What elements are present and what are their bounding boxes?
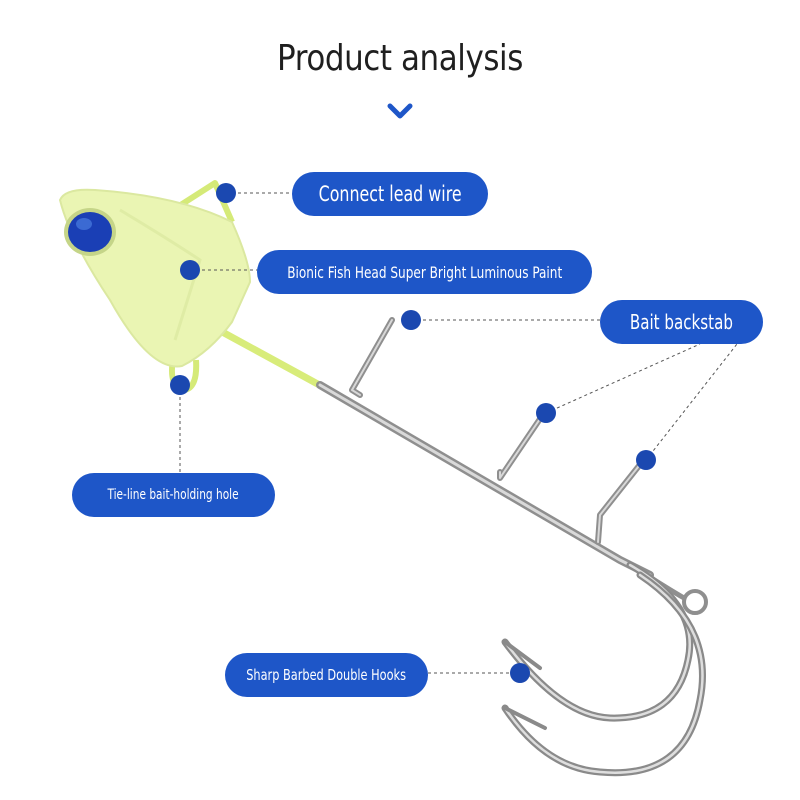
callout-dot-icon bbox=[636, 450, 656, 470]
callout-dot-icon bbox=[180, 260, 200, 280]
callout-dots bbox=[170, 183, 656, 683]
callout-dot-icon bbox=[510, 663, 530, 683]
label-text: Bionic Fish Head Super Bright Luminous P… bbox=[286, 262, 562, 282]
callout-dot-icon bbox=[401, 310, 421, 330]
callout-dot-icon bbox=[216, 183, 236, 203]
chevron-down-icon bbox=[387, 103, 413, 119]
label-text: Sharp Barbed Double Hooks bbox=[246, 666, 407, 684]
label-text: Tie-line bait-holding hole bbox=[107, 487, 240, 503]
hook-shank bbox=[211, 324, 708, 777]
callout-dot-icon bbox=[170, 375, 190, 395]
callout-leaders bbox=[179, 192, 738, 674]
callout-dot-icon bbox=[536, 403, 556, 423]
label-bait-backstab: Bait backstab bbox=[600, 300, 763, 344]
label-connect-lead-wire: Connect lead wire bbox=[292, 172, 488, 216]
label-sharp-hooks: Sharp Barbed Double Hooks bbox=[225, 653, 428, 697]
label-tie-line-hole: Tie-line bait-holding hole bbox=[72, 473, 275, 517]
label-bionic-fish-head: Bionic Fish Head Super Bright Luminous P… bbox=[257, 250, 592, 294]
label-text: Bait backstab bbox=[629, 310, 734, 334]
page-title: Product analysis bbox=[277, 38, 523, 79]
label-text: Connect lead wire bbox=[318, 182, 462, 206]
